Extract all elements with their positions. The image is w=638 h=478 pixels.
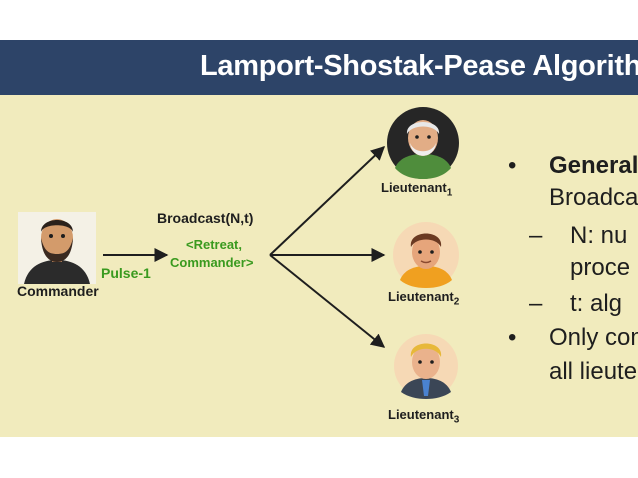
- sub-bullet-1-text: N: nu: [570, 222, 628, 249]
- message-line-2: Commander>: [170, 255, 254, 270]
- commander-avatar: [18, 212, 96, 284]
- message-line-1: <Retreat,: [186, 237, 242, 252]
- bullet-2-line-2: all lieuter: [549, 358, 638, 385]
- bullet-dot: •: [508, 152, 517, 179]
- arrow-to-lieutenant-3: [269, 254, 386, 348]
- lieutenant-1-avatar: [387, 107, 459, 179]
- bullet-1: • General: [508, 152, 638, 180]
- lieutenant-3-avatar: [394, 334, 458, 399]
- sub-bullet-1-line-2: proce: [570, 254, 631, 281]
- pulse-label: Pulse-1: [101, 265, 151, 281]
- sub-bullet-2-text: t: alg: [570, 290, 623, 317]
- bullet-2: • Only com: [508, 324, 638, 352]
- bullet-dot: •: [508, 324, 517, 351]
- dash: –: [529, 290, 543, 317]
- broadcast-label: Broadcast(N,t): [157, 210, 254, 226]
- bullet-2-text: Only com: [549, 324, 638, 351]
- sub-bullet-1: – N: nu: [529, 222, 627, 250]
- lieutenant-2-label: Lieutenant2: [388, 289, 460, 308]
- bullet-1-line-2: Broadcas: [549, 184, 638, 211]
- title-bar: Lamport-Shostak-Pease Algorithm: [0, 40, 638, 95]
- lieutenant-3-label: Lieutenant3: [388, 407, 460, 426]
- dash: –: [529, 222, 543, 249]
- sub-bullet-2: – t: alg: [529, 290, 622, 318]
- slide: Lamport-Shostak-Pease Algorithm: [0, 40, 638, 437]
- lieutenant-1-label: Lieutenant1: [381, 180, 453, 199]
- arrow-to-lieutenant-1: [269, 146, 386, 256]
- bullet-1-text: General: [549, 152, 638, 179]
- slide-title: Lamport-Shostak-Pease Algorithm: [200, 50, 638, 82]
- commander-label: Commander: [17, 283, 99, 299]
- lieutenant-2-avatar: [393, 222, 459, 288]
- diagram-canvas: [18, 107, 459, 399]
